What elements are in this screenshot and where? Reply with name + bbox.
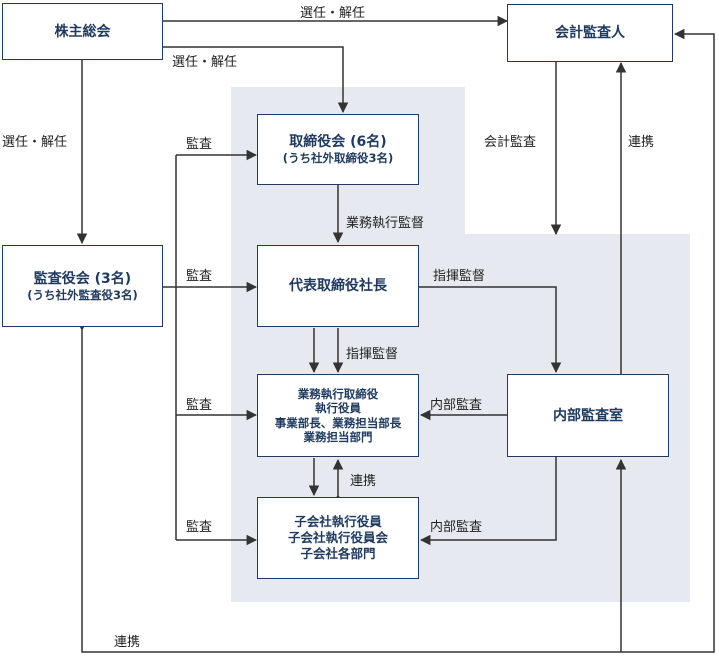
label-direction-2: 指揮監督 xyxy=(346,347,399,362)
label-elect-audit: 選任・解任 xyxy=(2,135,68,150)
node-audit-board: 監査役会 (3名) (うち社外監査役3名) xyxy=(2,245,163,327)
label-audit-board: 監査 xyxy=(186,137,213,152)
node-internal-audit: 内部監査室 xyxy=(507,374,669,457)
label-coop-bottom: 連携 xyxy=(114,635,141,650)
node-subsidiaries-line-1: 子会社執行役員 xyxy=(294,514,382,529)
node-executives-line-3: 事業部長、業務担当部長 xyxy=(274,415,402,430)
node-president-label: 代表取締役社長 xyxy=(289,278,387,294)
node-executives-line-4: 業務担当部門 xyxy=(303,430,373,444)
node-audit-board-sub: (うち社外監査役3名) xyxy=(27,287,138,302)
node-subsidiaries-line-3: 子会社各部門 xyxy=(300,546,376,561)
edge-coop-bottom xyxy=(76,28,715,653)
label-internal-audit-1: 内部監査 xyxy=(430,398,483,413)
node-board-sub: (うち社外取締役3名) xyxy=(282,151,394,165)
node-executives: 業務執行取締役 執行役員 事業部長、業務担当部長 業務担当部門 xyxy=(257,374,419,457)
node-audit-board-title: 監査役会 (3名) xyxy=(33,270,132,287)
node-board: 取締役会 (6名) (うち社外取締役3名) xyxy=(257,114,419,185)
node-shareholders-label: 株主総会 xyxy=(54,23,111,40)
label-coop-right: 連携 xyxy=(628,135,655,150)
node-president: 代表取締役社長 xyxy=(257,245,419,327)
label-elect-top: 選任・解任 xyxy=(300,6,366,21)
node-internal-audit-label: 内部監査室 xyxy=(553,407,623,424)
node-subsidiaries: 子会社執行役員 子会社執行役員会 子会社各部門 xyxy=(257,497,419,579)
label-direction-1: 指揮監督 xyxy=(433,269,486,284)
node-auditor-label: 会計監査人 xyxy=(555,25,625,41)
label-audit-exec: 監査 xyxy=(186,398,213,413)
node-board-title: 取締役会 (6名) xyxy=(289,134,387,150)
label-audit-president: 監査 xyxy=(186,269,213,284)
label-accounting-audit: 会計監査 xyxy=(484,135,537,150)
label-elect-board: 選任・解任 xyxy=(172,55,238,70)
node-subsidiaries-line-2: 子会社執行役員会 xyxy=(287,530,388,545)
node-executives-line-1: 業務執行取締役 xyxy=(297,386,379,401)
node-auditor: 会計監査人 xyxy=(507,4,673,62)
label-business-oversight: 業務執行監督 xyxy=(346,216,425,231)
edge-internal-audit-subs xyxy=(419,457,557,546)
label-internal-audit-2: 内部監査 xyxy=(430,520,483,535)
label-coop-mid: 連携 xyxy=(350,474,377,489)
node-shareholders: 株主総会 xyxy=(2,3,163,60)
node-executives-line-2: 執行役員 xyxy=(315,401,361,415)
label-audit-subs: 監査 xyxy=(186,520,213,535)
